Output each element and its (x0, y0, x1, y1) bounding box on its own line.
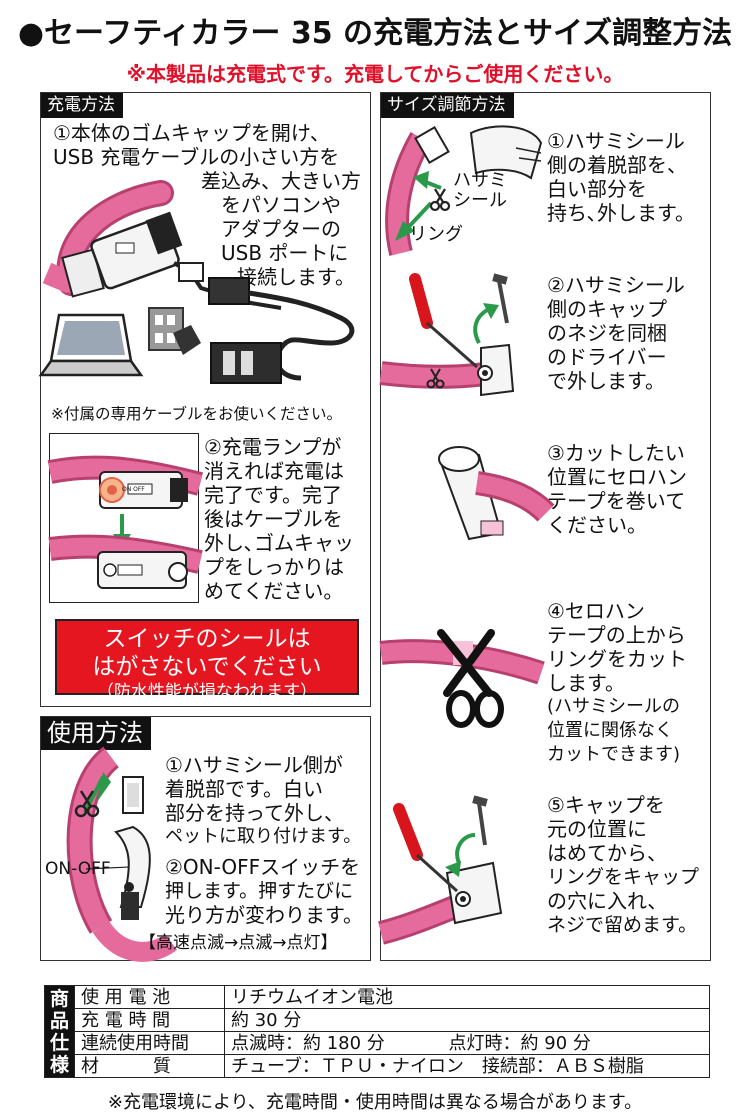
sizing-step1-line1: ①ハサミシール (547, 129, 685, 153)
page-title: ●セーフティカラー 35 の充電方法とサイズ調整方法 (17, 16, 733, 51)
sizing-step4-line1: ④セロハン (547, 599, 645, 623)
sizing-step5-illustration (377, 795, 503, 945)
sizing-step2-illustration (379, 273, 515, 397)
usage-step2-line3: 光り方が変わります。 (165, 903, 363, 927)
sizing-panel: サイズ調節方法 ハサミ シール リング ①ハサミシール 側の着脱部を、 白い部分… (377, 92, 711, 961)
sizing-step5-line3: はめてから、 (547, 841, 667, 865)
usage-step1-line1: ①ハサミシール側が (165, 753, 343, 777)
charging-step1-line4: をパソコンや (221, 193, 341, 217)
usage-step1-line4: ペットに取り付けます。 (165, 826, 362, 847)
sizing-step2-line1: ②ハサミシール (547, 273, 685, 297)
usage-step1-line3: 部分を持って外し、 (165, 801, 344, 825)
spec-value-charge-time: 約 30 分 (224, 1008, 710, 1032)
sizing-step4-line4: します。 (547, 671, 625, 695)
sizing-step5-line2: 元の位置に (547, 817, 647, 841)
spec-usage-blink: 点滅時：約 180 分 (231, 1032, 385, 1054)
specs-label-char-1: 商 (49, 987, 69, 1010)
warning-line3: （防水性能が損なわれます） (96, 682, 318, 702)
sizing-step3-line2: 位置にセロハン (547, 465, 687, 489)
sizing-step2-line4: のドライバー (547, 345, 667, 369)
scissors-step2-icon (426, 368, 445, 389)
usage-tab: 使用方法 (41, 717, 151, 750)
charging-step2-line5: 外し､ゴムキャッ (204, 531, 354, 555)
spec-value-battery: リチウムイオン電池 (224, 985, 710, 1009)
switch-label: ON OFF (122, 486, 145, 493)
sizing-step3-illustration (438, 446, 555, 541)
usage-step2-line1: ②ON-OFFスイッチを (165, 855, 361, 879)
sizing-step4-line3: リングをカット (547, 647, 687, 671)
sizing-step2-line5: で外します。 (547, 369, 665, 393)
charging-step1-line5: アダプターの (221, 217, 341, 241)
charging-panel: 充電方法 ①本体のゴムキャップを開け、 USB 充電ケーブルの小さい方を 差込み… (38, 92, 371, 707)
specs-footnote: ※充電環境により、充電時間・使用時間は異なる場合があります。 (107, 1092, 643, 1113)
spec-label-battery: 使 用 電 池 (74, 985, 225, 1009)
warning-line1: スイッチのシールは (103, 626, 311, 652)
collar-charging-illustration (38, 180, 355, 384)
usage-panel: 使用方法 ①ハサミシール側が 着脱部です。白い 部分を持って外し、 ペットに取り… (40, 716, 371, 962)
charging-step2-line4: 後はケーブルを (204, 507, 343, 531)
sizing-step1-line4: 持ち､外します。 (547, 201, 695, 225)
specs-section-label: 商 品 仕 様 (44, 985, 75, 1078)
sizing-step4-note2: 位置に関係なく (547, 720, 673, 741)
charging-step2-line6: プをしっかりは (204, 555, 344, 579)
spec-value-material: チューブ：ＴＰＵ・ナイロン 接続部：ＡＢＳ樹脂 (224, 1054, 710, 1078)
charging-lamp-box: ON OFF (47, 433, 203, 603)
spec-label-material: 材 質 (74, 1054, 225, 1078)
charging-step1-line7: 接続します。 (237, 265, 355, 289)
sizing-step5-line6: ネジで留めます。 (547, 914, 698, 936)
sizing-step3-line3: テープを巻いて (547, 489, 686, 513)
usage-illustration (66, 746, 177, 962)
sizing-step1-line3: 白い部分を (547, 177, 647, 201)
charging-lamp-illustration (47, 455, 203, 589)
scissor-seal-label-2: シール (453, 190, 507, 211)
warning-line2: はがさないでください (92, 654, 322, 680)
scissors-icon (74, 790, 100, 818)
sizing-step5-line5: の穴に入れ、 (547, 889, 668, 913)
spec-row: 材 質 チューブ：ＴＰＵ・ナイロン 接続部：ＡＢＳ樹脂 (45, 1054, 710, 1078)
specs-label-char-3: 仕 (49, 1031, 69, 1054)
scissor-seal-label-1: ハサミ (453, 170, 507, 191)
sizing-step2-line3: のネジを同梱 (547, 321, 667, 345)
charging-step2-line3: 完了です。完了 (204, 483, 342, 507)
sizing-tab: サイズ調節方法 (381, 93, 514, 118)
sizing-step5-line4: リングをキャップ (547, 866, 700, 888)
spec-usage-steady: 点灯時：約 90 分 (448, 1032, 591, 1054)
sizing-step3-line1: ③カットしたい (547, 441, 685, 465)
ring-label: リング (409, 224, 463, 245)
scissors-seal-icon (429, 188, 451, 212)
spec-row: 充 電 時 間 約 30 分 (45, 1008, 710, 1032)
sizing-step4-note1: (ハサミシールの (547, 696, 681, 717)
sizing-step1-illustration (385, 125, 543, 256)
spec-row: 商 品 仕 様 使 用 電 池 リチウムイオン電池 (44, 985, 710, 1078)
charging-step1-line2: USB 充電ケーブルの小さい方を (53, 145, 340, 169)
sizing-step4-note3: カットできます) (547, 744, 681, 765)
usage-modes: 【高速点滅→点滅→点灯】 (139, 933, 338, 953)
charging-step1-line1: ①本体のゴムキャップを開け、 (53, 121, 330, 145)
charging-step2-line1: ②充電ランプが (204, 435, 342, 459)
sizing-step4-line2: テープの上から (547, 623, 686, 647)
spec-value-usage-time: 点滅時：約 180 分 点灯時：約 90 分 (224, 1031, 710, 1055)
charging-step1-line3: 差込み、大きい方 (201, 169, 361, 193)
sizing-step1-line2: 側の着脱部を、 (547, 153, 687, 177)
usage-step1-line2: 着脱部です。白い (165, 777, 323, 801)
spec-row: 連続使用時間 点滅時：約 180 分 点灯時：約 90 分 (45, 1031, 710, 1055)
charging-step2-line2: 消えれば充電は (204, 459, 344, 483)
usage-step2-line2: 押します。押すたびに (165, 880, 354, 902)
specs-label-char-4: 様 (49, 1053, 69, 1076)
specs-label-char-2: 品 (49, 1009, 69, 1032)
sizing-step3-line4: ください。 (547, 513, 647, 537)
sizing-step5-line1: ⑤キャップを (547, 793, 665, 817)
charging-step2-line7: めてください。 (204, 579, 344, 603)
charging-tab: 充電方法 (41, 93, 123, 118)
spec-label-charge-time: 充 電 時 間 (74, 1008, 225, 1032)
page-subtitle: ※本製品は充電式です。充電してからご使用ください。 (126, 62, 624, 86)
spec-label-usage-time: 連続使用時間 (74, 1031, 225, 1055)
specs-table: 商 品 仕 様 使 用 電 池 リチウムイオン電池 充 電 時 間 約 30 分… (44, 985, 710, 1078)
switch-seal-warning: スイッチのシールは はがさないでください （防水性能が損なわれます） (55, 619, 359, 702)
cable-note: ※付属の専用ケーブルをお使いください。 (51, 405, 343, 423)
onoff-label: ON-OFF (45, 859, 111, 879)
charging-step1-line6: USB ポートに (221, 241, 349, 265)
sizing-step4-illustration (379, 629, 545, 728)
sizing-step2-line2: 側のキャップ (547, 297, 667, 321)
